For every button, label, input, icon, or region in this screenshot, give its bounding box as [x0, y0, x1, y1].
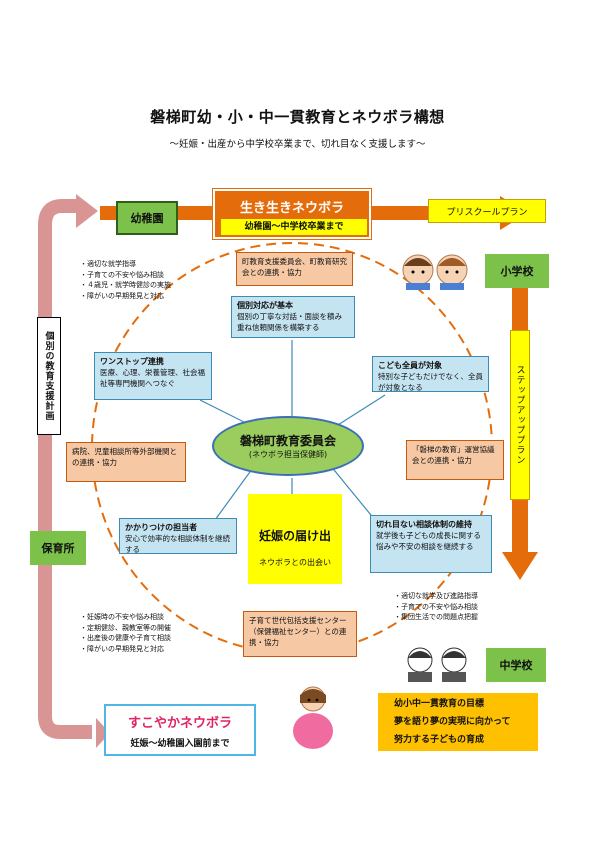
stage-junior-high: 中学校	[486, 648, 546, 682]
individual-plan-text: 個別の教育支援計画	[43, 331, 54, 421]
box-body: 就学後も子どもの成長に関する悩みや不安の相談を継続する	[376, 531, 481, 551]
pink-arrowhead	[76, 194, 98, 228]
individual-plan-label: 個別の教育支援計画	[37, 317, 61, 435]
bullet-item: ・妊娠時の不安や悩み相談	[80, 613, 164, 621]
bullets-top-left: ・適切な就学指導 ・子育ての不安や悩み相談 ・４歳児・就学時健診の実施 ・障がい…	[80, 259, 220, 301]
box-title: 切れ目ない相談体制の維持	[376, 520, 472, 529]
bullet-item: ・定期健診、親教室等の開催	[80, 623, 171, 632]
stepup-plan-label: ステップアッププラン	[510, 330, 530, 500]
prischool-plan-label: プリスクールプラン	[428, 199, 546, 223]
bullet-item: ・障がいの早期発見と対応	[80, 291, 164, 300]
bullet-item: ・適切な就学及び進路指導	[394, 592, 478, 600]
orange-box-town-committee: 町教育支援委員会、町教育研究会との連携・協力	[236, 252, 353, 286]
center-subtitle: (ネウボラ担当保健師)	[248, 450, 328, 459]
children-illustration	[402, 254, 468, 290]
stepup-plan-text: ステップアッププラン	[514, 365, 525, 465]
bullet-item: ・４歳児・就学時健診の実施	[80, 281, 171, 289]
pregnancy-subtitle: ネウボラとの出会い	[259, 558, 331, 567]
stage-nursery: 保育所	[30, 531, 86, 565]
stage-elementary: 小学校	[485, 254, 549, 288]
goal-line: 努力する子どもの育成	[394, 735, 485, 745]
students-illustration	[407, 647, 467, 682]
orange-box-childcare-center: 子育て世代包括支援センター（保健福祉センター）との連携・協力	[243, 611, 357, 657]
pregnancy-title: 妊娠の届け出	[258, 529, 331, 543]
pregnancy-notification-box: 妊娠の届け出 ネウボラとの出会い	[248, 494, 342, 584]
blue-box-kakaritsuke: かかりつけの担当者 安心で効率的な相談体制を継続する	[119, 518, 237, 554]
goal-line: 幼小中一貫教育の目標	[394, 699, 485, 709]
bullet-item: ・子育ての不安や悩み相談	[394, 602, 478, 611]
ikiiki-title: 生き生きネウボラ	[239, 201, 344, 216]
box-body: 医療、心理、栄養管理、社会福祉等専門機関へつなぐ	[100, 368, 205, 388]
goal-line: 夢を語り夢の実現に向かって	[394, 717, 511, 727]
blue-box-onestop: ワンストップ連携 医療、心理、栄養管理、社会福祉等専門機関へつなぐ	[94, 352, 212, 400]
bullet-item: ・子育ての不安や悩み相談	[80, 270, 164, 279]
box-body: 特別な子どもだけでなく、全員が対象となる	[378, 372, 483, 392]
sukoyaka-title: すこやかネウボラ	[127, 716, 232, 731]
ikiiki-subtitle: 幼稚園～中学校卒業まで	[221, 219, 367, 235]
orange-box-bandai-education: 「磐梯の教育」運営協議会との連携・協力	[406, 440, 504, 480]
pink-arrowhead-bottom	[96, 718, 110, 748]
orange-box-hospital: 病院、児童相談所等外部機関との連携・協力	[66, 442, 186, 482]
blue-box-individual: 個別対応が基本 個別の丁寧な対話・面談を積み重ね信頼関係を構築する	[231, 296, 355, 338]
blue-box-seamless: 切れ目ない相談体制の維持 就学後も子どもの成長に関する悩みや不安の相談を継続する	[370, 515, 492, 573]
box-title: こども全員が対象	[378, 361, 442, 370]
box-body: 個別の丁寧な対話・面談を積み重ね信頼関係を構築する	[237, 312, 342, 332]
blue-box-everyone: こども全員が対象 特別な子どもだけでなく、全員が対象となる	[372, 356, 489, 392]
bullet-item: ・集団生活での問題点把握	[394, 613, 478, 621]
box-body: 安心で効率的な相談体制を継続する	[125, 534, 230, 554]
box-title: かかりつけの担当者	[125, 523, 198, 532]
bullet-item: ・適切な就学指導	[80, 260, 136, 268]
bullets-bottom-left: ・妊娠時の不安や悩み相談 ・定期健診、親教室等の開催 ・出産後の健康や子育て相談…	[80, 612, 230, 654]
ikiiki-neuvola-box: 生き生きネウボラ 幼稚園～中学校卒業まで	[213, 189, 371, 239]
bullet-item: ・障がいの早期発見と対応	[80, 644, 164, 653]
sukoyaka-subtitle: 妊娠～幼稚園入園前まで	[130, 739, 230, 749]
goal-box: 幼小中一貫教育の目標 夢を語り夢の実現に向かって 努力する子どもの育成	[378, 693, 538, 751]
box-title: ワンストップ連携	[100, 357, 164, 366]
box-title: 個別対応が基本	[237, 301, 293, 310]
pink-loop-arrow	[38, 199, 92, 739]
stage-kindergarten: 幼稚園	[116, 201, 178, 235]
center-board-of-education: 磐梯町教育委員会 (ネウボラ担当保健師)	[212, 416, 364, 476]
sukoyaka-neuvola-box: すこやかネウボラ 妊娠～幼稚園入園前まで	[104, 704, 256, 756]
bullets-bottom-right: ・適切な就学及び進路指導 ・子育ての不安や悩み相談 ・集団生活での問題点把握	[394, 591, 534, 623]
bullet-item: ・出産後の健康や子育て相談	[80, 634, 171, 642]
page-title: 磐梯町幼・小・中一貫教育とネウボラ構想	[150, 108, 445, 126]
right-orange-arrowhead	[502, 552, 538, 580]
page-subtitle: ～妊娠・出産から中学校卒業まで、切れ目なく支援します～	[169, 139, 426, 150]
center-title: 磐梯町教育委員会	[239, 434, 336, 448]
pregnant-woman-illustration	[293, 686, 333, 749]
